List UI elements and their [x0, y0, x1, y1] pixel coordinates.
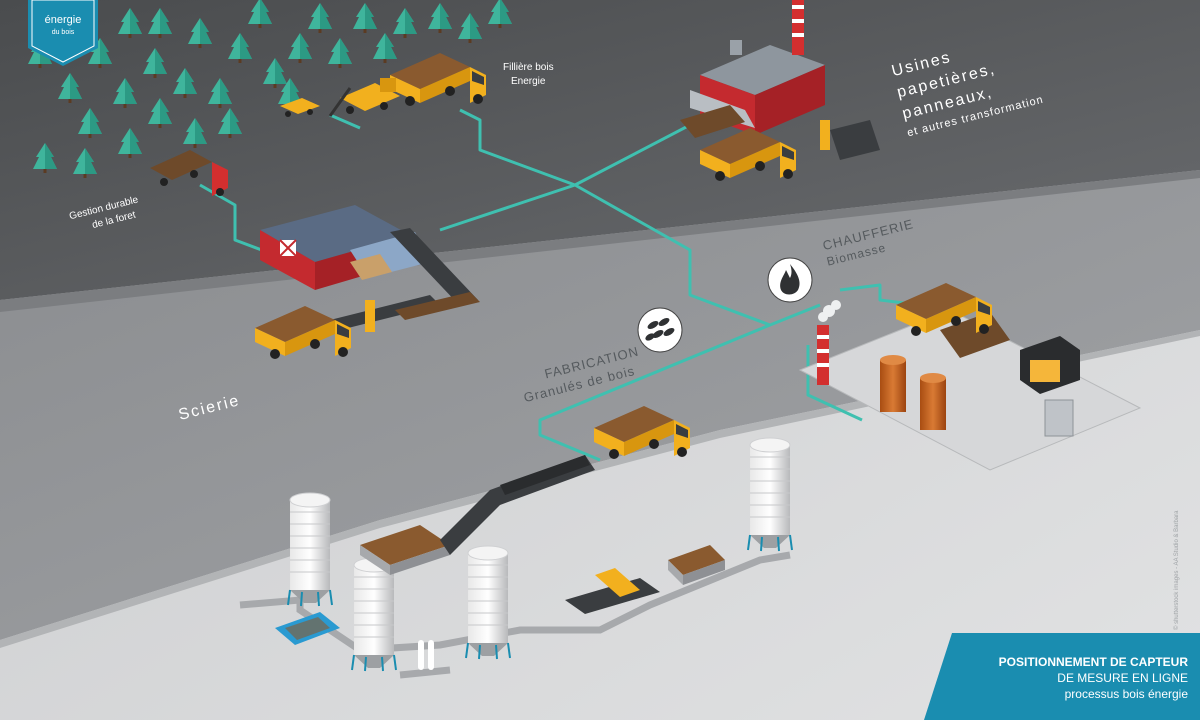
boiler-tank-icon — [880, 355, 946, 430]
screen-icon — [275, 612, 340, 645]
hopper-icon — [360, 525, 450, 575]
pellet-bin-icon — [668, 545, 725, 585]
log-truck-icon — [150, 150, 228, 196]
dryer-icon — [565, 568, 660, 614]
silo-icon — [465, 545, 511, 660]
sawmill-factory-icon — [260, 205, 478, 306]
label-filiere: Fillière bois Energie — [503, 62, 554, 87]
furnace-icon — [1020, 336, 1080, 394]
label-filiere-line2: Energie — [511, 76, 546, 87]
silo-icon — [747, 437, 793, 552]
info-line3: processus bois énergie — [1064, 687, 1188, 701]
silo-icon — [351, 557, 397, 672]
conveyor-icon — [440, 455, 595, 555]
boiler-plant — [798, 300, 1142, 471]
harvester-icon — [328, 78, 400, 117]
pellet-plant — [239, 437, 793, 679]
energie-badge: énergie du bois — [28, 0, 98, 66]
network-lines — [199, 108, 921, 462]
badge-line2: du bois — [51, 29, 75, 36]
pellet-icon — [637, 307, 683, 353]
loader-icon — [280, 98, 320, 117]
badge-line1: énergie — [44, 14, 82, 26]
info-box: POSITIONNEMENT DE CAPTEUR DE MESURE EN L… — [924, 633, 1200, 720]
image-credit: © shutterstock images - AA Studio & Barb… — [1174, 510, 1180, 630]
sawmill-conveyor-icon — [330, 292, 480, 332]
info-line1: POSITIONNEMENT DE CAPTEUR — [998, 655, 1188, 669]
label-filiere-line1: Fillière bois — [503, 62, 554, 73]
silo-icon — [287, 492, 333, 607]
info-line2: DE MESURE EN LIGNE — [1057, 671, 1188, 685]
paper-mill-factory-icon — [680, 0, 880, 160]
flame-icon — [767, 257, 813, 303]
